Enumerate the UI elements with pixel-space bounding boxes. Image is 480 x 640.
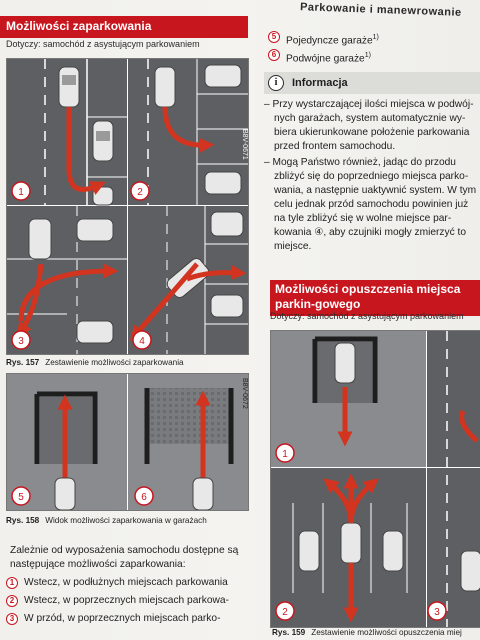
svg-text:6: 6 xyxy=(141,492,147,503)
info-header: i Informacja xyxy=(264,72,480,94)
panel-number-3: 3 xyxy=(11,330,31,350)
info-icon: i xyxy=(268,75,284,91)
panel-number-2: 2 xyxy=(130,181,150,201)
panel-number-1: 1 xyxy=(275,443,295,463)
info-box: i Informacja – Przy wystarczającej ilośc… xyxy=(264,72,480,272)
svg-text:B8V-0671: B8V-0671 xyxy=(241,129,248,160)
applies-to-note: Dotyczy: samochód z asystującym parkowan… xyxy=(6,39,200,49)
section-title-leaving-options: Możliwości opuszczenia miejsca parkin-go… xyxy=(270,280,480,316)
panel-number-2: 2 xyxy=(275,601,295,621)
svg-text:B8V-0672: B8V-0672 xyxy=(241,378,248,409)
running-head: Parkowanie i manewrowanie xyxy=(299,1,462,19)
section-title-parking-options: Możliwości zaparkowania xyxy=(0,16,248,38)
intro-paragraph: Zależnie od wyposażenia samochodu dostęp… xyxy=(10,545,239,570)
info-title: Informacja xyxy=(292,77,348,89)
svg-text:2: 2 xyxy=(282,607,288,618)
svg-text:3: 3 xyxy=(18,336,24,347)
panel-number-4: 4 xyxy=(132,330,152,350)
svg-text:2: 2 xyxy=(137,187,143,198)
svg-text:1: 1 xyxy=(282,449,288,460)
info-list: – Przy wystarczającej ilości miejsca w p… xyxy=(264,98,480,254)
panel-number-1: 1 xyxy=(11,181,31,201)
panel-number-3: 3 xyxy=(427,601,447,621)
figure-157: B8V-0671 1 xyxy=(6,58,249,355)
list-item: – Przy wystarczającej ilości miejsca w p… xyxy=(264,99,474,152)
panel-number-6: 6 xyxy=(134,486,154,506)
svg-text:1: 1 xyxy=(18,187,24,198)
svg-text:5: 5 xyxy=(18,492,24,503)
applies-to-note-right: Dotyczy: samochód z asystującym parkowan… xyxy=(270,311,464,321)
svg-text:4: 4 xyxy=(139,336,145,347)
figure-159: 1 2 3 xyxy=(270,330,480,628)
svg-text:3: 3 xyxy=(434,607,440,618)
figure-158: B8V-0672 5 6 xyxy=(6,373,249,511)
panel-number-5: 5 xyxy=(11,486,31,506)
list-item: – Mogą Państwo również, jadąc do przodu … xyxy=(264,157,477,252)
